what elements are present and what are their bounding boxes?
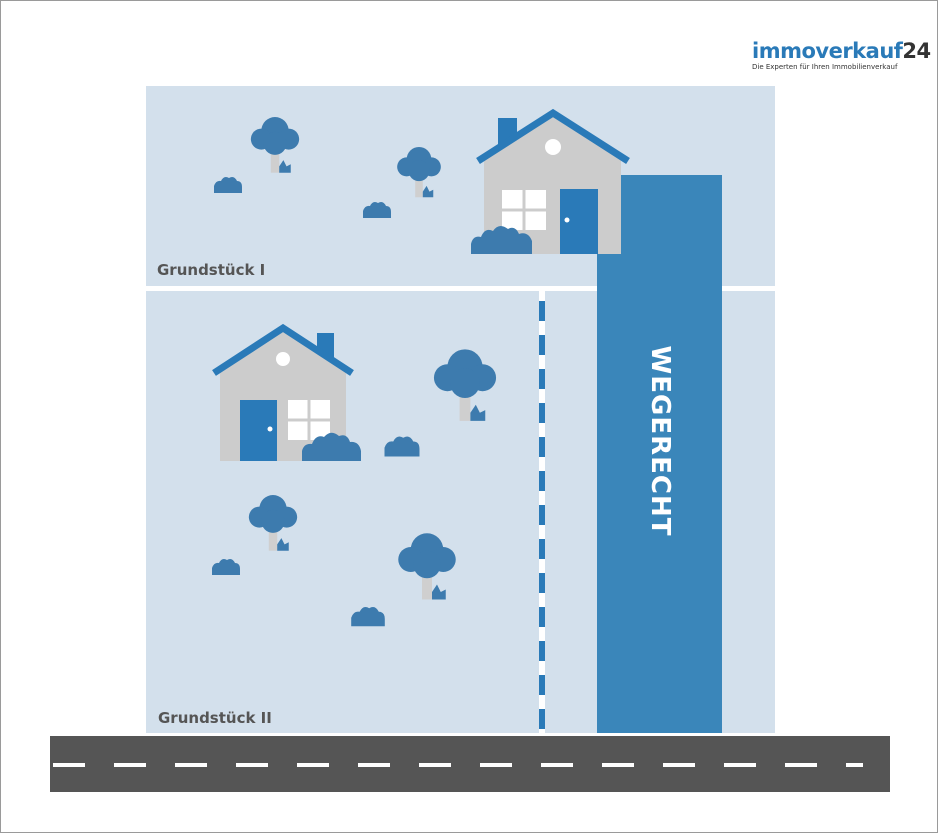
easement-label: WEGERECHT bbox=[645, 345, 675, 537]
house-plot-2 bbox=[212, 323, 361, 461]
logo-tagline: Die Experten für Ihren Immobilienverkauf bbox=[752, 63, 898, 71]
plot-1-label: Grundstück I bbox=[157, 261, 266, 279]
house-plot-1 bbox=[471, 108, 630, 254]
logo-name-part1: immoverkauf bbox=[752, 39, 903, 63]
logo-name-part2: 24 bbox=[902, 39, 931, 63]
easement-strip-lower bbox=[597, 253, 722, 733]
company-logo: immoverkauf24 Die Experten für Ihren Imm… bbox=[752, 39, 931, 72]
plot-2-label: Grundstück II bbox=[158, 709, 272, 727]
